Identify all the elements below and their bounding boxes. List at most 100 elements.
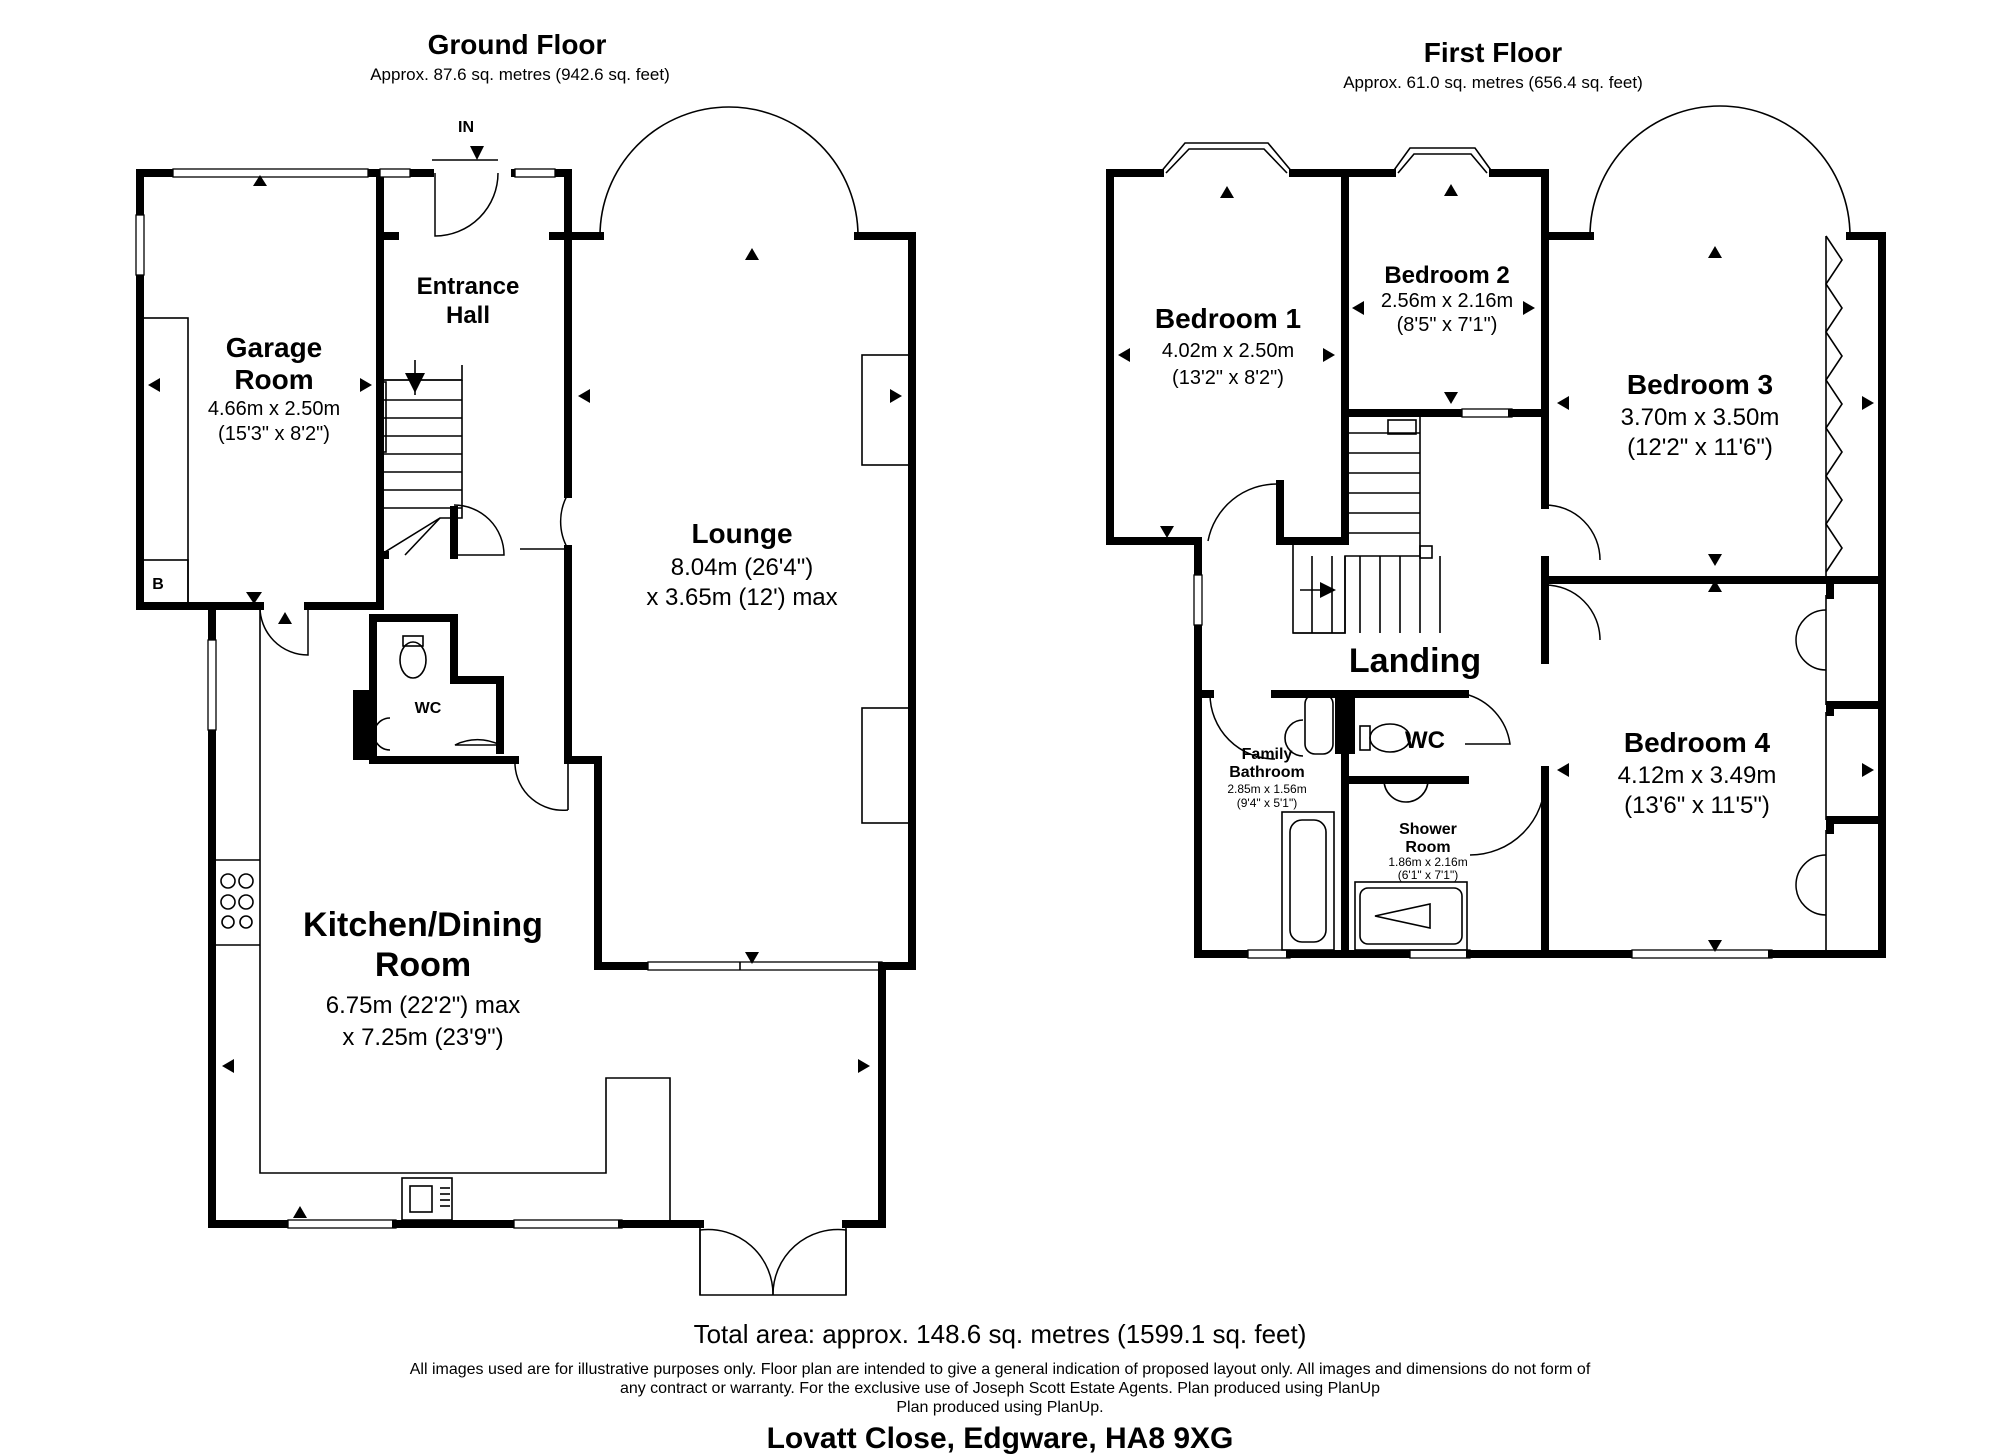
bedroom3-walls	[1541, 105, 1886, 584]
bathroom-window	[1247, 949, 1291, 959]
ground-floor-title: Ground Floor	[428, 29, 607, 60]
bedroom3-name: Bedroom 3	[1627, 369, 1773, 400]
bathroom-block	[1193, 551, 1549, 959]
bathroom-dims-1: 2.85m x 1.56m	[1227, 782, 1306, 796]
shower-room-door	[1469, 779, 1546, 856]
lounge-name: Lounge	[691, 518, 792, 549]
ground-floor-area: Approx. 87.6 sq. metres (942.6 sq. feet)	[370, 65, 670, 84]
bedroom2-dims-1: 2.56m x 2.16m	[1381, 290, 1513, 312]
bedroom2-walls	[1341, 147, 1549, 509]
bedroom4-door	[1544, 584, 1601, 641]
ground-floor-markers	[148, 146, 902, 1218]
disclaimer-line-1: All images used are for illustrative pur…	[410, 1361, 1591, 1378]
landing-name: Landing	[1349, 642, 1481, 680]
bedroom4-dims-1: 4.12m x 3.49m	[1618, 762, 1777, 789]
bedroom4-wardrobe-door-1	[1795, 609, 1827, 671]
first-wc-door	[1464, 693, 1511, 745]
bedroom4-window	[1631, 949, 1773, 959]
bedroom3-dims-2: (12'2" x 11'6")	[1627, 434, 1773, 461]
entrance-hall-name-2: Hall	[446, 302, 490, 329]
bedroom2-dims-2: (8'5" x 7'1")	[1397, 314, 1498, 336]
garage-bench	[139, 317, 189, 607]
lounge-door-arc	[559, 493, 569, 550]
bedroom4-wardrobe-door-2	[1795, 854, 1827, 916]
cupboard-door	[453, 504, 505, 556]
first-wc-toilet	[1369, 723, 1411, 753]
bathroom-basin	[1284, 719, 1304, 757]
hall-window-right	[514, 168, 556, 178]
ground-floor-plan: Ground Floor Approx. 87.6 sq. metres (94…	[135, 29, 916, 1296]
total-area: Total area: approx. 148.6 sq. metres (15…	[694, 1319, 1307, 1349]
shower-dims-1: 1.86m x 2.16m	[1388, 855, 1467, 869]
bedroom1-door	[1207, 483, 1279, 542]
shower-dims-2: (6'1" x 7'1")	[1398, 868, 1458, 882]
first-wc-label: WC	[1405, 727, 1445, 754]
ground-floor-stairs	[376, 360, 463, 559]
wc-toilet	[399, 641, 427, 679]
first-wc-cabinet	[1335, 694, 1355, 754]
bedroom2-bay	[1391, 147, 1494, 174]
bedroom1-dims-1: 4.02m x 2.50m	[1162, 340, 1294, 362]
bathroom-name-2: Bathroom	[1229, 764, 1305, 781]
lounge-dims-2: x 3.65m (12') max	[646, 584, 837, 611]
bedroom3-bay	[1589, 105, 1851, 237]
bathroom-name-1: Family	[1242, 746, 1293, 763]
kitchen-worktop	[259, 606, 671, 1224]
garage-window	[172, 168, 369, 178]
lounge-dims-1: 8.04m (26'4")	[671, 554, 814, 581]
wc-door	[454, 738, 501, 746]
wc-basin	[373, 717, 391, 751]
first-floor-markers	[1118, 184, 1874, 952]
entrance-hall-walls	[376, 159, 572, 559]
shower-tray	[1354, 881, 1468, 951]
bedroom3-door	[1544, 504, 1601, 561]
lounge-recess-lower	[861, 707, 913, 824]
bedroom2-sliding-door	[1461, 408, 1513, 418]
first-floor-title: First Floor	[1424, 37, 1563, 68]
bedroom4-name: Bedroom 4	[1624, 727, 1771, 758]
kitchen-dims-2: x 7.25m (23'9")	[342, 1024, 503, 1051]
hall-window-left	[379, 168, 411, 178]
footer: Total area: approx. 148.6 sq. metres (15…	[410, 1319, 1591, 1455]
kitchen-side-window	[207, 639, 217, 731]
garage-dims-2: (15'3" x 8'2")	[218, 423, 330, 445]
bathtub	[1281, 811, 1335, 951]
bedroom3-dims-1: 3.70m x 3.50m	[1621, 404, 1780, 431]
kitchen-sink	[401, 1177, 453, 1221]
kitchen-dining-walls	[207, 602, 886, 1296]
bedroom1-bay	[1159, 142, 1294, 174]
lounge-recess-upper	[861, 354, 913, 466]
bedroom2-name: Bedroom 2	[1384, 262, 1509, 289]
lounge-window	[647, 961, 883, 971]
wc-cabinet	[353, 690, 373, 760]
kitchen-window-right	[513, 1219, 623, 1229]
kitchen-name-1: Kitchen/Dining	[303, 906, 543, 944]
shower-name-2: Room	[1405, 839, 1450, 856]
front-door	[434, 172, 499, 237]
kitchen-name-2: Room	[375, 946, 471, 984]
bedroom4-dims-2: (13'6" x 11'5")	[1624, 792, 1770, 819]
shower-window	[1409, 949, 1471, 959]
landing-window	[1193, 574, 1203, 626]
shower-name-1: Shower	[1399, 821, 1457, 838]
garage-name-1: Garage	[226, 332, 323, 363]
hob-ring	[220, 873, 236, 889]
garage-dims-1: 4.66m x 2.50m	[208, 398, 340, 420]
disclaimer-line-3: Plan produced using PlanUp.	[896, 1399, 1103, 1416]
boiler-cupboard	[139, 559, 189, 607]
kitchen-window-left	[287, 1219, 397, 1229]
garage-side-window	[135, 214, 145, 276]
garage-walls	[135, 168, 384, 656]
garage-name-2: Room	[234, 364, 313, 395]
kitchen-dims-1: 6.75m (22'2") max	[326, 992, 521, 1019]
bedroom3-wardrobe	[1825, 235, 1843, 573]
lounge-walls	[514, 106, 916, 971]
property-address: Lovatt Close, Edgware, HA8 9XG	[767, 1422, 1234, 1455]
bathroom-dims-2: (9'4" x 5'1")	[1237, 796, 1297, 810]
bathroom-door-arc	[1209, 693, 1276, 760]
garage-door	[259, 605, 309, 656]
disclaimer-line-2: any contract or warranty. For the exclus…	[620, 1380, 1380, 1397]
kitchen-door	[514, 760, 569, 812]
ground-wc	[353, 614, 519, 764]
boiler-label: B	[152, 576, 164, 593]
